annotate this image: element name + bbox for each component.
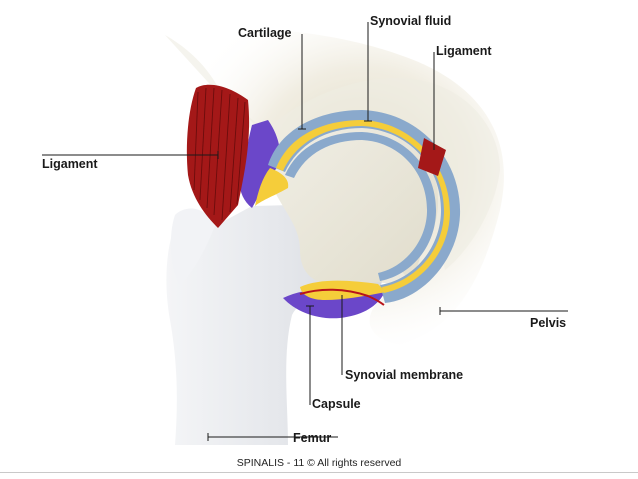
leader-synovial-fluid xyxy=(364,22,372,122)
label-ligament-left: Ligament xyxy=(42,157,98,171)
label-cartilage: Cartilage xyxy=(238,26,292,40)
label-femur: Femur xyxy=(293,431,332,445)
leader-pelvis xyxy=(439,307,568,315)
label-ligament-right: Ligament xyxy=(436,44,492,58)
greater-trochanter xyxy=(170,208,215,285)
ligament-right-shape xyxy=(418,138,446,176)
femoral-head xyxy=(268,120,439,286)
leader-lines xyxy=(42,22,568,441)
pelvis-upper-shape xyxy=(165,35,500,270)
label-synovial-membrane: Synovial membrane xyxy=(345,368,464,382)
leader-cartilage xyxy=(298,34,306,130)
fluid-left-pocket xyxy=(255,168,289,206)
leader-ligament-left xyxy=(42,151,219,159)
leader-capsule xyxy=(306,305,314,405)
ligament-left-fibers xyxy=(193,87,246,221)
copyright-footer: SPINALIS - 11 © All rights reserved xyxy=(236,457,402,469)
label-synovial-fluid: Synovial fluid xyxy=(370,14,452,28)
synovial-membrane-line xyxy=(299,288,385,306)
label-pelvis: Pelvis xyxy=(530,316,567,330)
label-capsule: Capsule xyxy=(312,397,361,411)
capsule-upper xyxy=(239,120,280,208)
footer-divider xyxy=(0,472,638,473)
leader-femur xyxy=(207,433,338,441)
